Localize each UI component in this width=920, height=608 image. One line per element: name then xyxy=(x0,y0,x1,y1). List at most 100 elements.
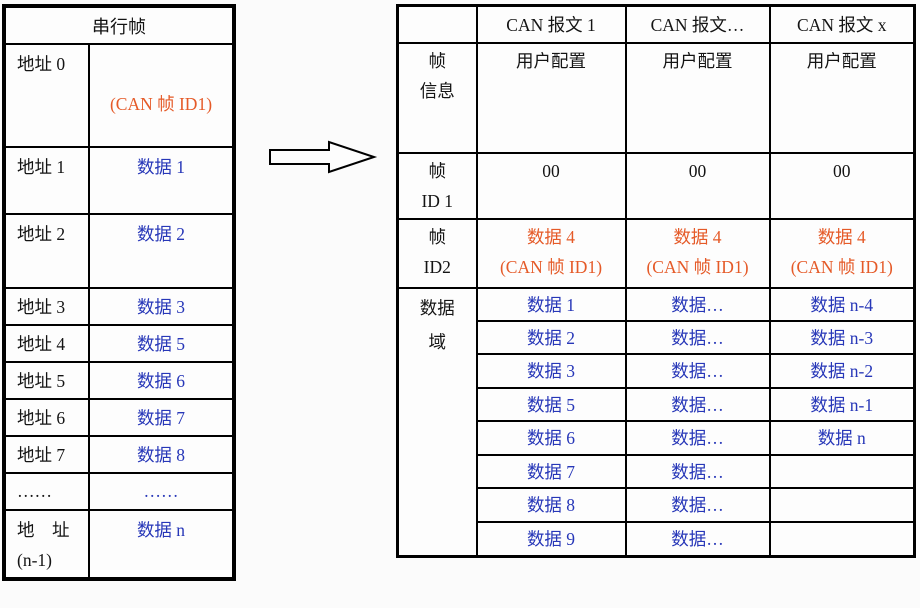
value-line1: 数据 4 xyxy=(673,227,722,247)
table-row: 地址 4 数据 5 xyxy=(3,324,235,363)
frame-id1-row: 帧 ID 1 00 00 00 xyxy=(396,152,916,220)
data-cell: 数据… xyxy=(624,353,771,389)
data-cell: 数据 6 xyxy=(88,361,235,400)
data-field-row: 数据 域 数据 1 数据… 数据 n-4 xyxy=(396,287,916,557)
data-cell: 数据 n-1 xyxy=(768,387,916,422)
data-cell xyxy=(768,521,916,557)
data-cell: 数据 8 xyxy=(88,435,235,474)
label-line1: 数据 xyxy=(419,298,455,318)
table-row: 地址 2 数据 2 xyxy=(3,213,235,289)
can-id-cell: 数据 4 (CAN 帧 ID1) xyxy=(475,218,627,289)
data-cell: 数据 1 xyxy=(475,287,627,322)
frame-id2-row: 帧 ID2 数据 4 (CAN 帧 ID1) 数据 4 (CAN 帧 ID1) … xyxy=(396,218,916,289)
data-cell: 00 xyxy=(768,152,916,220)
column-header-canx: CAN 报文 x xyxy=(768,4,916,44)
corner-header-cell xyxy=(396,4,478,44)
table-row: 地址 7 数据 8 xyxy=(3,435,235,474)
data-cell: 数据 n-4 xyxy=(768,287,916,322)
address-line1: 地 址 xyxy=(17,520,70,540)
value-line1: 数据 4 xyxy=(526,227,576,247)
data-cell: 用户配置 xyxy=(768,42,916,154)
value-line2: (CAN 帧 ID1) xyxy=(790,257,893,277)
data-field-row: 数据 3 数据… 数据 n-2 xyxy=(398,353,916,389)
can-id-cell: 数据 4 (CAN 帧 ID1) xyxy=(768,218,916,289)
label-line2: ID 1 xyxy=(421,191,454,211)
data-cell: 数据… xyxy=(624,487,771,523)
address-cell: 地 址 (n-1) xyxy=(3,509,90,580)
data-cell: 数据 9 xyxy=(475,521,627,557)
label-line1: 帧 xyxy=(428,51,447,71)
data-field-row: 数据 2 数据… 数据 n-3 xyxy=(398,320,916,355)
column-header-can1: CAN 报文 1 xyxy=(475,4,627,44)
data-cell: 数据 3 xyxy=(88,287,235,326)
data-cell: 数据 8 xyxy=(475,487,627,523)
frame-info-row: 帧 信息 用户配置 用户配置 用户配置 xyxy=(396,42,916,154)
label-line2: ID2 xyxy=(423,257,451,277)
transform-arrow-icon xyxy=(268,139,378,175)
data-cell: 用户配置 xyxy=(475,42,627,154)
data-cell xyxy=(768,454,916,489)
label-line1: 帧 xyxy=(428,161,447,181)
data-field-row: 数据 9 数据… xyxy=(398,521,916,557)
value-line2: (CAN 帧 ID1) xyxy=(499,257,603,277)
row-label-frame-info: 帧 信息 xyxy=(396,42,478,154)
data-cell: 数据… xyxy=(624,420,771,456)
address-cell: 地址 4 xyxy=(3,324,90,363)
table-row: 地址 1 数据 1 xyxy=(3,146,235,215)
data-field-row: 数据 5 数据… 数据 n-1 xyxy=(398,387,916,422)
data-cell: 数据 3 xyxy=(475,353,627,389)
data-cell: 数据… xyxy=(624,287,771,322)
table-header-row: CAN 报文 1 CAN 报文… CAN 报文 x xyxy=(396,4,916,44)
can-id-cell: (CAN 帧 ID1) xyxy=(88,43,235,148)
table-row: 地址 5 数据 6 xyxy=(3,361,235,400)
row-label-frame-id1: 帧 ID 1 xyxy=(396,152,478,220)
data-cell: 数据… xyxy=(624,521,771,557)
data-cell: 00 xyxy=(624,152,771,220)
serial-frame-title: 串行帧 xyxy=(3,5,235,45)
row-label-frame-id2: 帧 ID2 xyxy=(396,218,478,289)
can-message-table: CAN 报文 1 CAN 报文… CAN 报文 x 帧 信息 用户配置 用户配置… xyxy=(396,4,916,558)
address-cell: 地址 5 xyxy=(3,361,90,400)
table-row-ellipsis: …… …… xyxy=(3,472,235,511)
data-cell: 数据… xyxy=(624,454,771,489)
data-cell: 00 xyxy=(475,152,627,220)
column-header-can-ellipsis: CAN 报文… xyxy=(624,4,771,44)
data-cell: 数据 n-2 xyxy=(768,353,916,389)
data-cell: 数据 1 xyxy=(88,146,235,215)
data-cell: 数据 n xyxy=(88,509,235,580)
value-line2: (CAN 帧 ID1) xyxy=(646,257,749,277)
data-field-row: 数据 8 数据… xyxy=(398,487,916,523)
table-row: 地址 6 数据 7 xyxy=(3,398,235,437)
data-cell: 数据… xyxy=(624,320,771,355)
value-line1: 数据 4 xyxy=(817,227,866,247)
address-cell: …… xyxy=(3,472,90,511)
data-field-row: 数据 7 数据… xyxy=(398,454,916,489)
address-cell: 地址 6 xyxy=(3,398,90,437)
table-row: 地址 3 数据 3 xyxy=(3,287,235,326)
label-line2: 域 xyxy=(428,332,447,352)
data-cell: …… xyxy=(88,472,235,511)
data-cell: 数据 5 xyxy=(475,387,627,422)
data-field-row: 数据 6 数据… 数据 n xyxy=(398,420,916,456)
address-cell: 地址 1 xyxy=(3,146,90,215)
address-cell: 地址 0 xyxy=(3,43,90,148)
row-label-data-field: 数据 域 xyxy=(396,287,478,557)
table-row: 地 址 (n-1) 数据 n xyxy=(3,509,235,580)
label-line1: 帧 xyxy=(428,227,447,247)
table-row: 地址 0 (CAN 帧 ID1) xyxy=(3,43,235,148)
data-cell: 数据 7 xyxy=(475,454,627,489)
data-cell: 数据 7 xyxy=(88,398,235,437)
can-id-cell: 数据 4 (CAN 帧 ID1) xyxy=(624,218,771,289)
data-cell: 用户配置 xyxy=(624,42,771,154)
data-cell: 数据 n-3 xyxy=(768,320,916,355)
can-frame-id-text: (CAN 帧 ID1) xyxy=(109,94,213,114)
data-cell xyxy=(768,487,916,523)
data-cell: 数据… xyxy=(624,387,771,422)
label-line2: 信息 xyxy=(419,81,455,101)
address-cell: 地址 7 xyxy=(3,435,90,474)
data-cell: 数据 2 xyxy=(475,320,627,355)
serial-frame-table: 串行帧 地址 0 (CAN 帧 ID1) 地址 1 数据 1 地址 2 数据 2… xyxy=(2,4,236,581)
data-cell: 数据 6 xyxy=(475,420,627,456)
data-cell: 数据 2 xyxy=(88,213,235,289)
